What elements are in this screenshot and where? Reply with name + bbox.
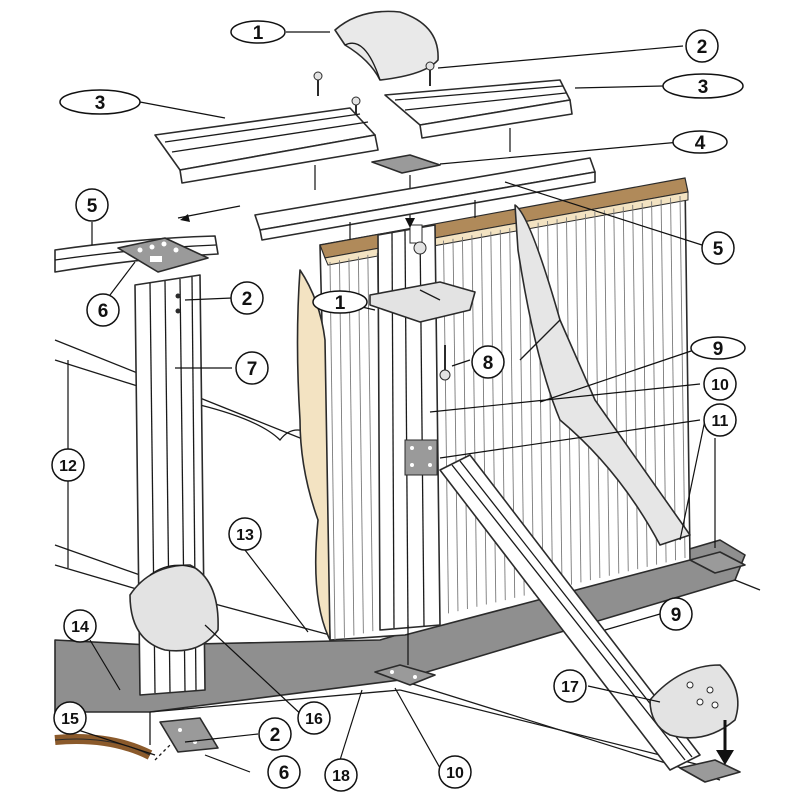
svg-text:6: 6: [279, 763, 290, 784]
callout-2-bottom: 2: [258, 717, 292, 751]
callout-1-mid: 1: [312, 290, 368, 314]
left-bottom-cap: [129, 564, 219, 652]
callout-16: 16: [297, 701, 331, 735]
center-top-cap: [369, 281, 476, 323]
svg-text:17: 17: [561, 679, 579, 696]
callout-6-top: 6: [86, 293, 120, 327]
svg-text:4: 4: [695, 133, 706, 154]
svg-text:8: 8: [483, 353, 494, 374]
angled-brace-lower: [439, 454, 701, 771]
svg-text:13: 13: [236, 527, 254, 544]
svg-text:6: 6: [98, 301, 109, 322]
liner-flap: [296, 269, 331, 641]
callout-2-mid: 2: [230, 281, 264, 315]
callout-14: 14: [63, 609, 97, 643]
right-footing-lower: [679, 720, 741, 783]
screw-8: [439, 345, 451, 381]
callout-4: 4: [672, 130, 728, 154]
callout-18: 18: [324, 758, 358, 792]
svg-text:16: 16: [305, 711, 323, 728]
callout-5-right: 5: [701, 231, 735, 265]
buttress-upper: [514, 204, 691, 546]
svg-text:1: 1: [253, 23, 264, 44]
callout-9-top: 9: [690, 336, 746, 360]
svg-text:9: 9: [671, 605, 682, 626]
callout-7: 7: [235, 351, 269, 385]
screws-top: [313, 61, 435, 121]
svg-text:12: 12: [59, 458, 77, 475]
svg-text:5: 5: [87, 196, 98, 217]
wall-panel: [319, 177, 691, 641]
top-ledge-left: [154, 107, 379, 190]
callout-9-bottom: 9: [659, 597, 693, 631]
callout-10-bottom: 10: [438, 755, 472, 789]
callout-15: 15: [53, 701, 87, 735]
callout-13: 13: [228, 517, 262, 551]
callout-17: 17: [553, 669, 587, 703]
buttress-foot-cap: [649, 664, 739, 739]
svg-text:10: 10: [446, 765, 464, 782]
svg-text:10: 10: [711, 377, 729, 394]
right-footing-upper: [689, 551, 746, 574]
callout-1-top: 1: [230, 20, 286, 44]
svg-text:2: 2: [270, 725, 281, 746]
svg-text:2: 2: [242, 289, 253, 310]
svg-text:5: 5: [713, 239, 724, 260]
connector-plate: [371, 154, 441, 228]
callout-6-bottom: 6: [267, 755, 301, 789]
svg-text:11: 11: [712, 413, 729, 430]
svg-text:18: 18: [332, 768, 350, 785]
callout-2-top: 2: [685, 29, 719, 63]
center-bracket: [404, 439, 438, 476]
svg-text:14: 14: [71, 619, 89, 636]
svg-text:1: 1: [335, 293, 346, 314]
hose: [54, 734, 153, 760]
top-cap-exploded: [334, 10, 439, 81]
center-footing: [374, 664, 436, 686]
callout-12: 12: [51, 448, 85, 482]
callout-11: 11: [703, 403, 737, 437]
top-rail: [177, 157, 596, 241]
svg-text:15: 15: [61, 711, 79, 728]
callout-3-left: 3: [59, 89, 141, 115]
svg-text:9: 9: [713, 339, 724, 360]
svg-text:7: 7: [247, 359, 258, 380]
callout-10-top: 10: [703, 367, 737, 401]
callout-5-left: 5: [75, 188, 109, 222]
svg-text:2: 2: [697, 37, 708, 58]
svg-text:3: 3: [698, 77, 709, 98]
top-ledge-right: [384, 79, 573, 152]
left-top-plate: [117, 237, 209, 273]
svg-text:3: 3: [95, 93, 106, 114]
callout-3-right: 3: [662, 73, 744, 99]
callout-8: 8: [471, 345, 505, 379]
